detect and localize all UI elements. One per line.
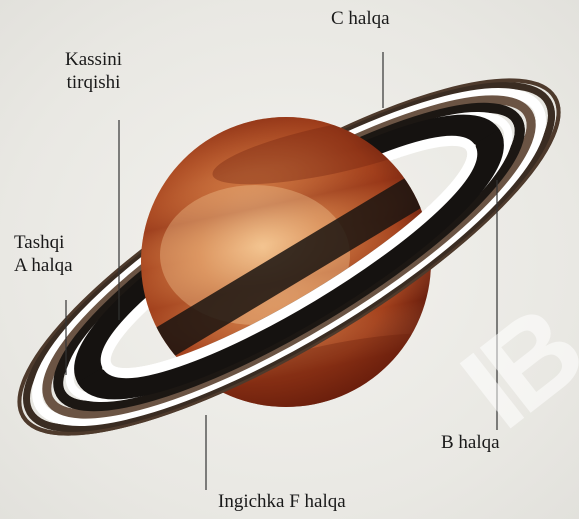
label-b-ring: B halqa (441, 431, 500, 454)
label-outer-a-ring: Tashqi A halqa (14, 231, 73, 277)
label-cassini-division: Kassini tirqishi (65, 48, 122, 94)
label-c-ring: C halqa (331, 7, 390, 30)
label-f-ring: Ingichka F halqa (218, 490, 346, 513)
